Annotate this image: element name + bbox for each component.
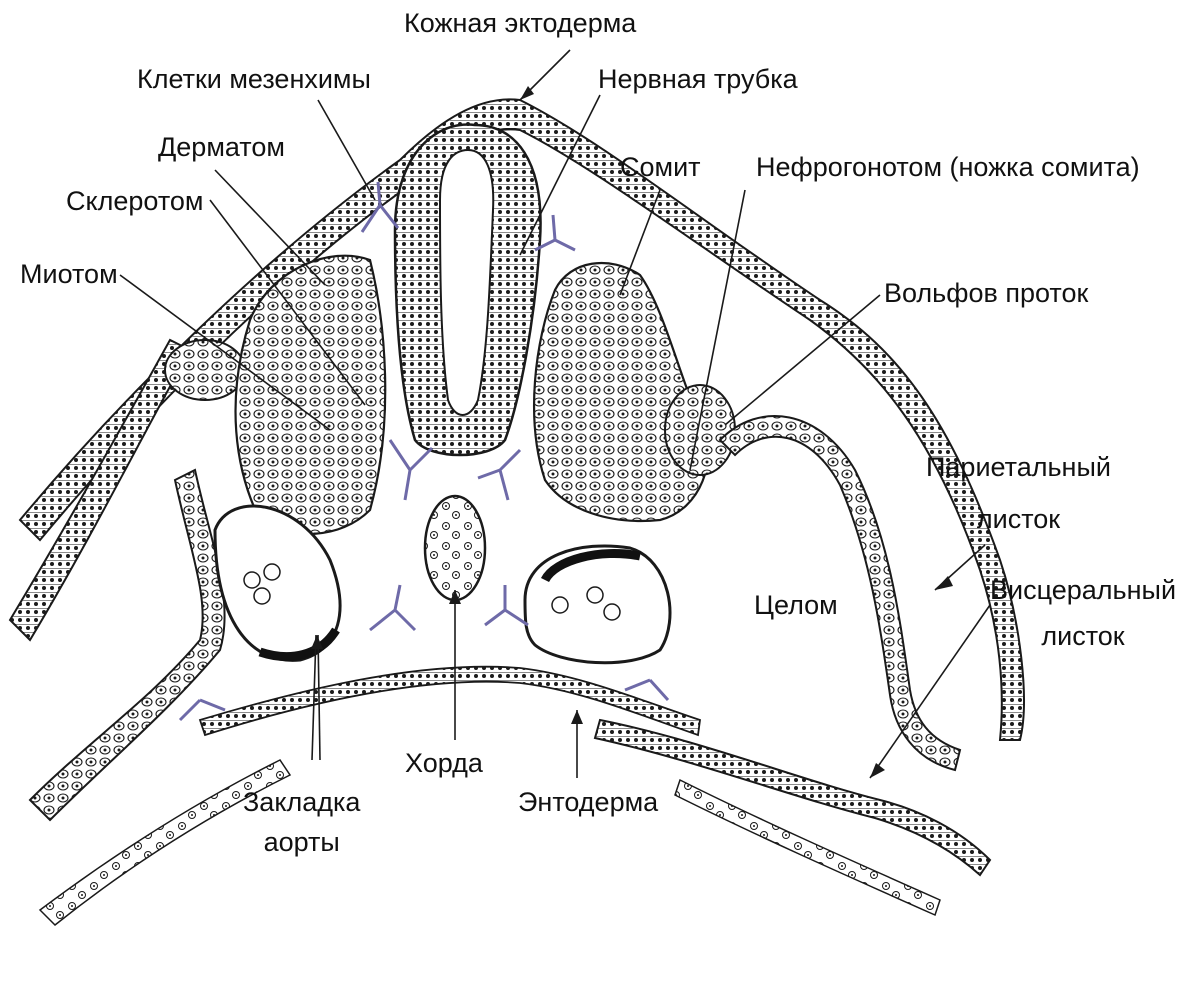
label-visceral-line2: листок (990, 621, 1176, 651)
myotome-shape (165, 340, 245, 400)
label-mesenchyme-cells: Клетки мезенхимы (137, 64, 371, 94)
label-chorda: Хорда (405, 748, 483, 778)
label-endoderm: Энтодерма (518, 787, 658, 817)
chorda-shape (425, 496, 485, 600)
label-sclerotome: Склеротом (66, 186, 203, 216)
label-coelom: Целом (754, 590, 838, 620)
label-parietal-line1: Париетальный (926, 452, 1111, 482)
label-aorta-line1: Закладка (243, 787, 360, 817)
label-wolffian-duct: Вольфов проток (884, 278, 1088, 308)
wolffian-duct-shape (665, 385, 735, 475)
label-myotome: Миотом (20, 259, 118, 289)
label-somite: Сомит (620, 152, 701, 182)
label-visceral-line1: Висцеральный (990, 575, 1176, 605)
label-aorta-line2: аорты (243, 827, 360, 857)
neural-tube (395, 124, 541, 455)
label-skin-ectoderm: Кожная эктодерма (404, 8, 636, 38)
label-parietal-line2: листок (926, 504, 1111, 534)
label-aorta-anlage: Закладка аорты (243, 787, 360, 857)
label-neural-tube: Нервная трубка (598, 64, 798, 94)
label-dermatome: Дерматом (158, 132, 285, 162)
label-nephrogonotome: Нефрогонотом (ножка сомита) (756, 152, 1140, 182)
aorta-right (525, 546, 670, 663)
label-visceral-layer: Висцеральный листок (990, 575, 1176, 651)
label-parietal-layer: Париетальный листок (926, 452, 1111, 534)
